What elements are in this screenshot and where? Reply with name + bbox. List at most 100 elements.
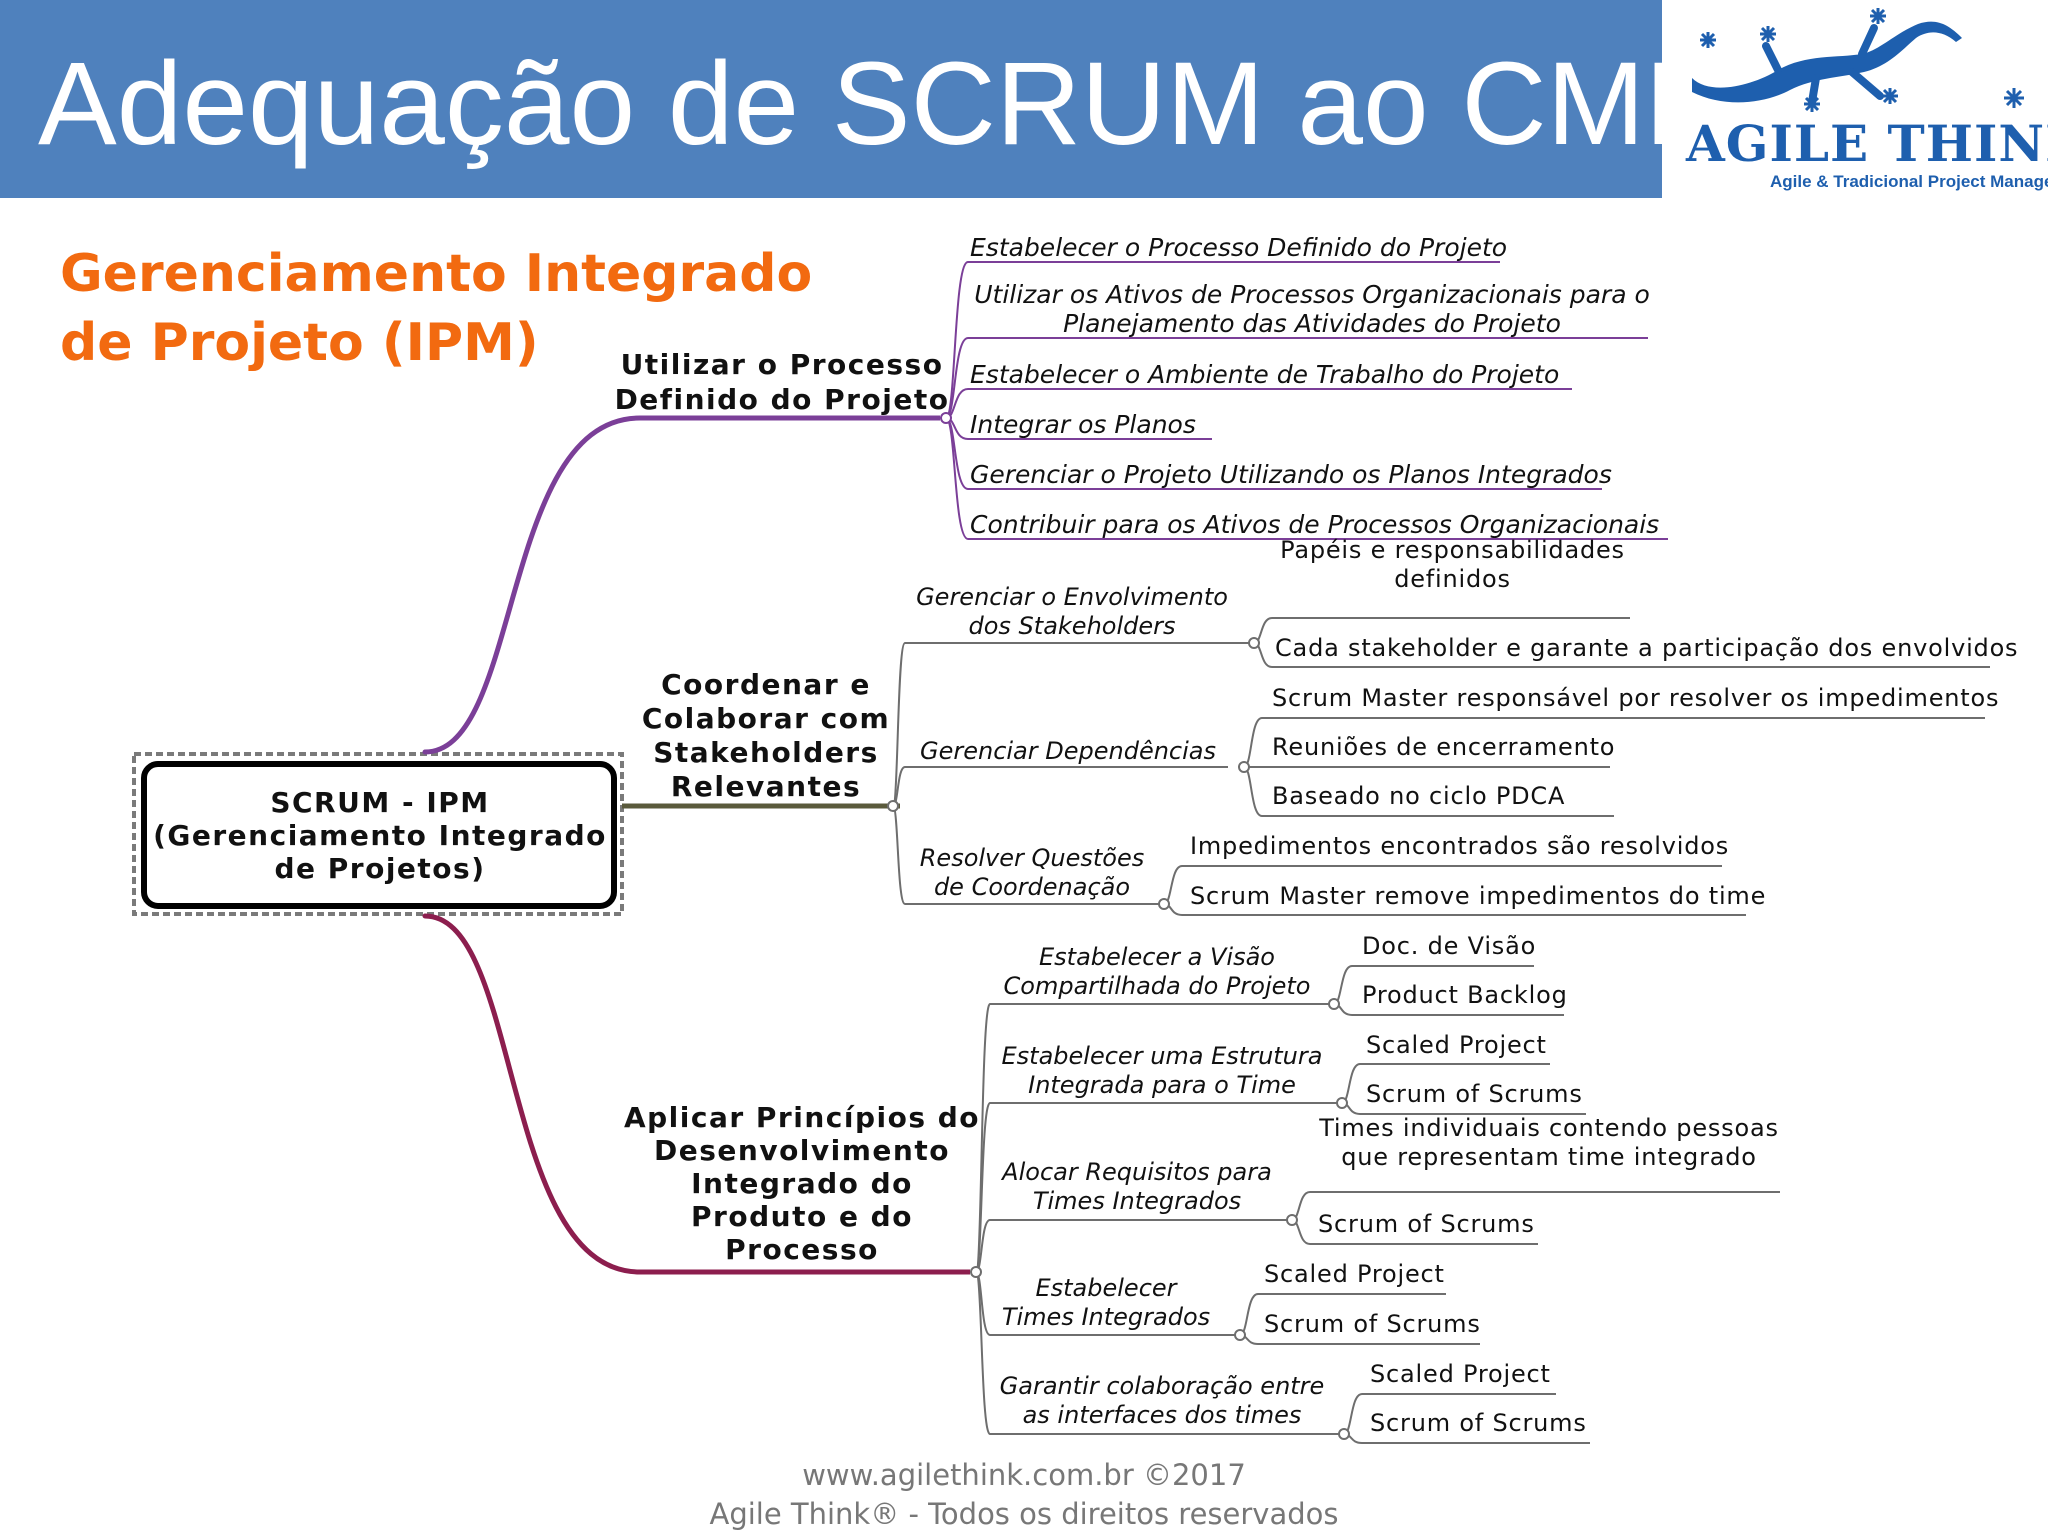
- leaf-label: Scaled Project: [1366, 1031, 1547, 1059]
- leaf-connector: [945, 417, 969, 540]
- sub-branch-label-line: Gerenciar Dependências: [920, 737, 1216, 765]
- subtitle-line-1: Gerenciamento Integrado: [60, 244, 813, 304]
- leaf-connector: [1163, 865, 1183, 905]
- leaf-label: Contribuir para os Ativos de Processos O…: [970, 510, 1659, 539]
- leaf-label-line: Estabelecer o Ambiente de Trabalho do Pr…: [970, 360, 1559, 389]
- leaf-label: Product Backlog: [1362, 981, 1568, 1009]
- leaf-connector: [1239, 1293, 1259, 1336]
- root-node-label-line: de Projetos): [274, 852, 485, 885]
- leaf-label-line: Scaled Project: [1264, 1260, 1445, 1288]
- sub-branch-label-line: dos Stakeholders: [969, 612, 1176, 640]
- branch-connector: [422, 913, 643, 1275]
- leaf-label-line: Scrum of Scrums: [1366, 1080, 1583, 1108]
- root-node: [141, 761, 617, 909]
- section-subtitle: Gerenciamento Integrado de Projeto (IPM): [60, 240, 812, 377]
- root-node-outline: [132, 752, 624, 916]
- title-bar: Adequação de SCRUM ao CMMI: [0, 0, 1776, 198]
- sub-branch-label-line: Estabelecer uma Estrutura: [1002, 1042, 1323, 1070]
- leaf-label-line: definidos: [1394, 565, 1511, 593]
- sub-branch-label-line: Times Integrados: [1033, 1187, 1241, 1215]
- branch-node-dot: [970, 1266, 982, 1278]
- leaf-label-line: Scrum of Scrums: [1318, 1210, 1535, 1238]
- branch-label-line: Integrado do: [691, 1167, 913, 1200]
- branch-label-line: Stakeholders: [653, 736, 879, 769]
- sub-branch-node-dot: [1286, 1214, 1298, 1226]
- slide-title: Adequação de SCRUM ao CMMI: [38, 38, 1776, 170]
- branch-label-line: Aplicar Princípios do: [624, 1101, 980, 1134]
- leaf-label: Cada stakeholder e garante a participaçã…: [1275, 634, 2018, 662]
- leaf-label-line: Scrum of Scrums: [1264, 1310, 1481, 1338]
- sub-branch-node-dot: [1338, 1428, 1350, 1440]
- leaf-label: Gerenciar o Projeto Utilizando os Planos…: [970, 460, 1612, 489]
- sub-branch-node-dot: [1248, 637, 1260, 649]
- leaf-label: Estabelecer o Ambiente de Trabalho do Pr…: [970, 360, 1559, 389]
- branch-label-line: Relevantes: [671, 770, 861, 803]
- leaf-label-line: Product Backlog: [1362, 981, 1568, 1009]
- leaf-label: Integrar os Planos: [970, 410, 1196, 439]
- leaf-label-line: Baseado no ciclo PDCA: [1272, 782, 1565, 810]
- sub-branch-node-dot: [1336, 1097, 1348, 1109]
- sub-branch-label-line: de Coordenação: [934, 873, 1130, 901]
- sub-branch-label: Gerenciar Dependências: [920, 737, 1216, 765]
- leaf-label: Baseado no ciclo PDCA: [1272, 782, 1565, 810]
- leaf-label-line: Scrum Master remove impedimentos do time: [1190, 882, 1766, 910]
- sub-branch-node-dot: [1158, 898, 1170, 910]
- sub-branch-label-line: Estabelecer a Visão: [1039, 943, 1275, 971]
- leaf-label-line: Integrar os Planos: [970, 410, 1196, 439]
- leaf-label: Reuniões de encerramento: [1272, 733, 1615, 761]
- leaf-label-line: Scrum of Scrums: [1370, 1409, 1587, 1437]
- agile-think-logo: AGILE THINK Agile & Tradicional Project …: [1666, 0, 2048, 198]
- branch-label-line: Coordenar e: [661, 668, 871, 701]
- leaf-label-line: Contribuir para os Ativos de Processos O…: [970, 510, 1659, 539]
- leaf-label: Scrum of Scrums: [1366, 1080, 1583, 1108]
- logo-name: AGILE THINK: [1686, 114, 2048, 173]
- leaf-connector: [1243, 766, 1263, 817]
- branch-connector: [422, 415, 643, 755]
- sub-branch-connector: [892, 805, 906, 905]
- sub-branch-label-line: Gerenciar o Envolvimento: [916, 583, 1228, 611]
- branch-label-line: Produto e do: [691, 1200, 913, 1233]
- sub-branch-connector: [892, 642, 906, 807]
- leaf-label-line: que representam time integrado: [1341, 1143, 1757, 1171]
- leaf-label-line: Papéis e responsabilidades: [1280, 536, 1625, 564]
- logo-tagline: Agile & Tradicional Project Management: [1770, 172, 2048, 191]
- sub-branch-node-dot: [1328, 998, 1340, 1010]
- sub-branch-label-line: as interfaces dos times: [1023, 1401, 1302, 1429]
- leaf-label-line: Times individuais contendo pessoas: [1318, 1114, 1779, 1142]
- sub-branch-connector: [975, 1003, 991, 1273]
- sub-branch-label-line: Times Integrados: [1002, 1303, 1210, 1331]
- leaf-label: Scrum of Scrums: [1370, 1409, 1587, 1437]
- leaf-label: Scrum of Scrums: [1318, 1210, 1535, 1238]
- branch-label-line: Utilizar o Processo: [621, 348, 944, 381]
- leaf-connector: [1243, 717, 1263, 768]
- branch-node-dot: [940, 412, 952, 424]
- leaf-label-line: Estabelecer o Processo Definido do Proje…: [970, 233, 1507, 262]
- leaf-label-line: Gerenciar o Projeto Utilizando os Planos…: [970, 460, 1612, 489]
- sub-branch-label-line: Integrada para o Time: [1028, 1071, 1296, 1099]
- sub-branch-connector: [975, 1102, 991, 1273]
- leaf-label-line: Utilizar os Ativos de Processos Organiza…: [974, 280, 1650, 309]
- sub-branch-label-line: Alocar Requisitos para: [1000, 1158, 1272, 1186]
- leaf-label-line: Cada stakeholder e garante a participaçã…: [1275, 634, 2018, 662]
- leaf-label-line: Scaled Project: [1370, 1360, 1551, 1388]
- gecko-icon: [1692, 8, 2024, 112]
- leaf-label: Impedimentos encontrados são resolvidos: [1190, 832, 1729, 860]
- branch-label-line: Desenvolvimento: [654, 1134, 950, 1167]
- leaf-label-line: Reuniões de encerramento: [1272, 733, 1615, 761]
- leaf-label: Doc. de Visão: [1362, 932, 1536, 960]
- leaf-connector: [1343, 1393, 1363, 1435]
- leaf-connector: [1341, 1063, 1361, 1104]
- sub-branch-node-dot: [1234, 1329, 1246, 1341]
